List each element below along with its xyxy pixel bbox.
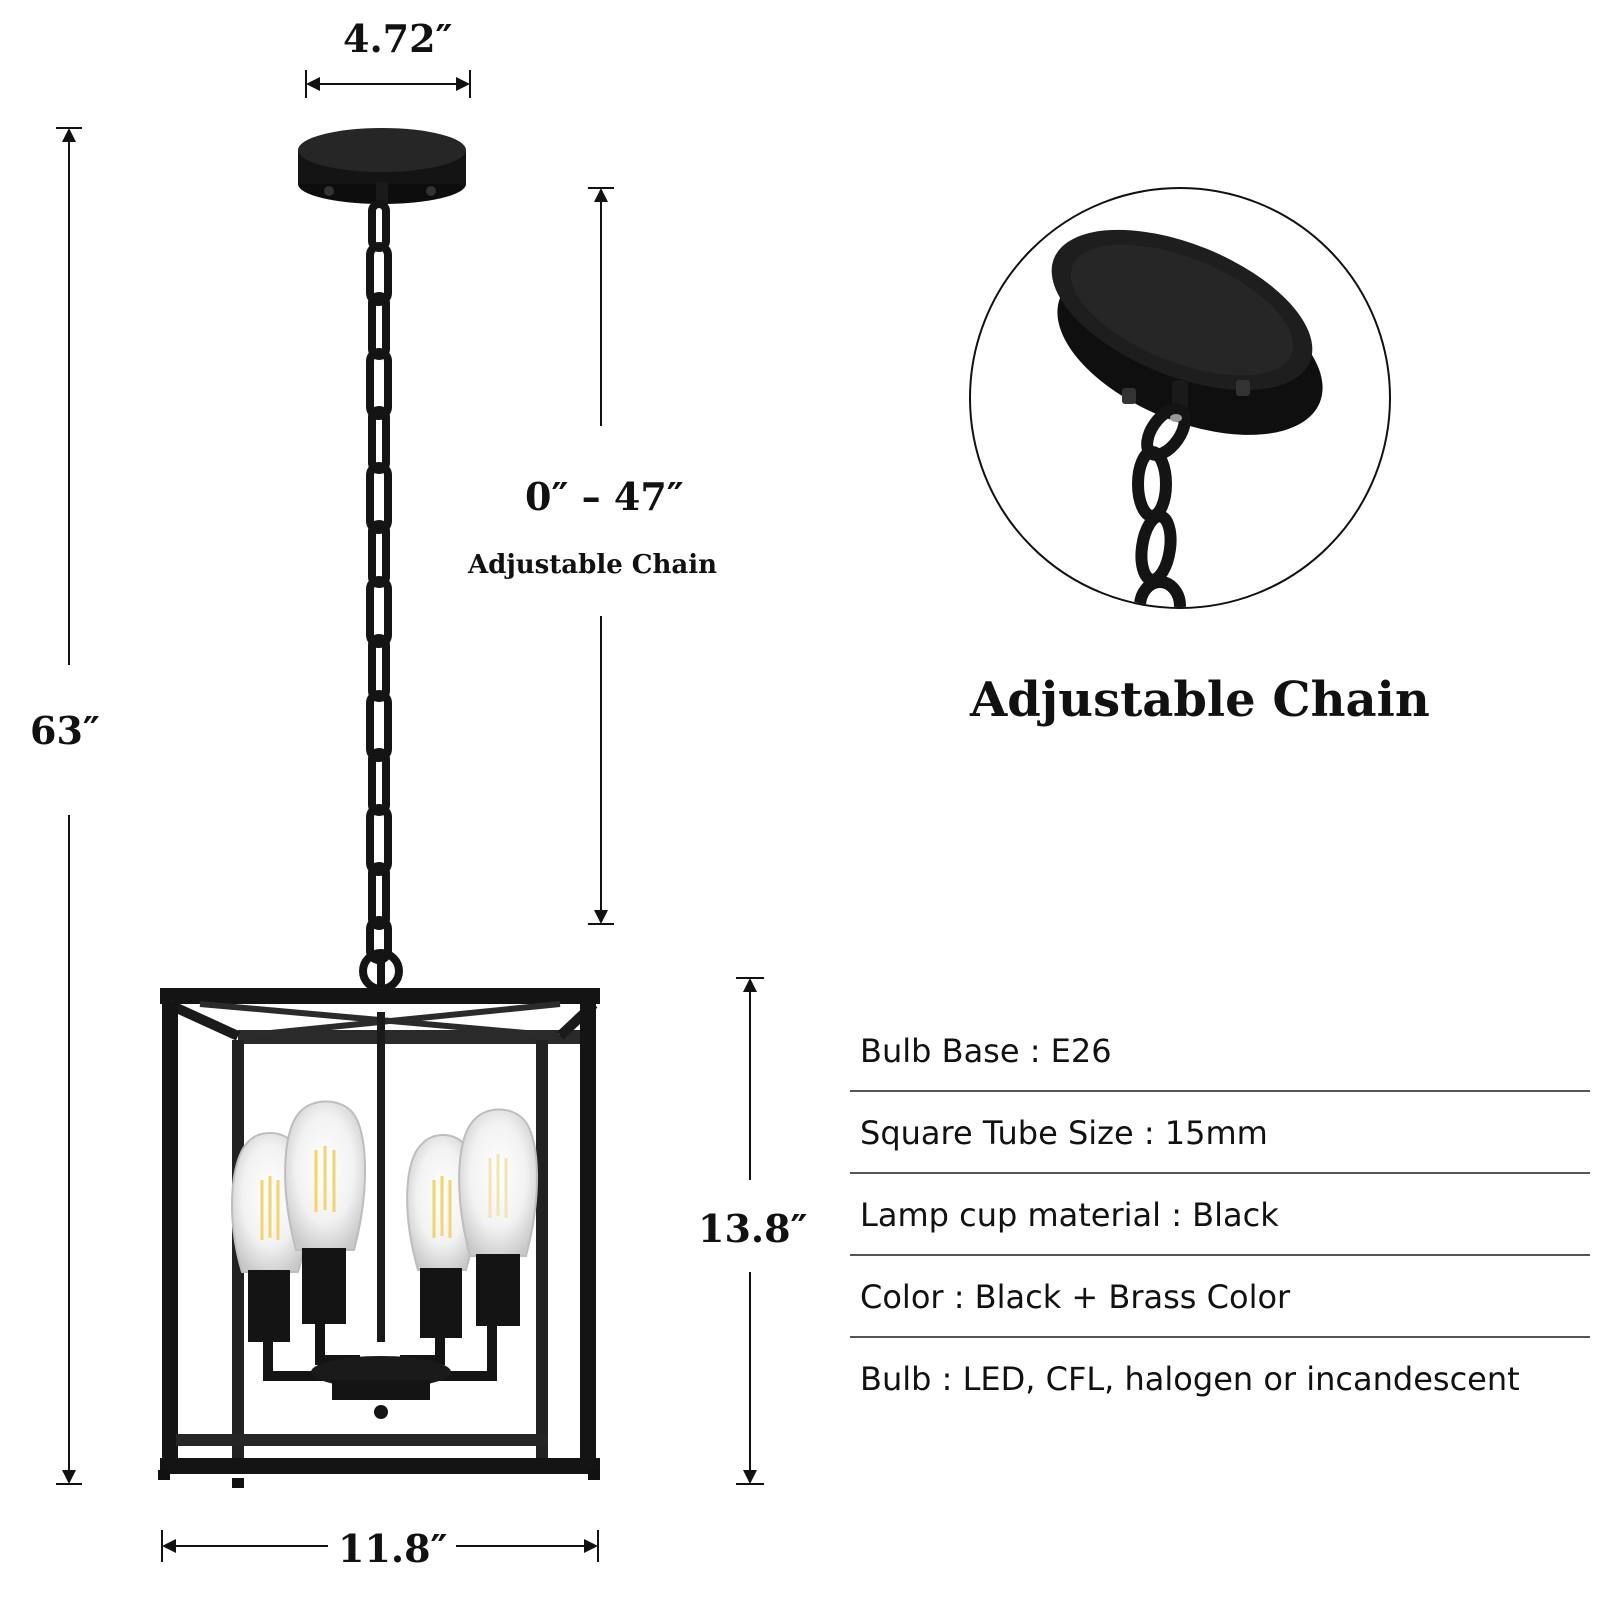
edison-bulbs (230, 1100, 539, 1342)
detail-caption: Adjustable Chain (970, 672, 1430, 728)
spec-row-bulb-type: Bulb : LED, CFL, halogen or incandescent (850, 1338, 1590, 1420)
overall-height-dimension (56, 127, 82, 1485)
overall-height-label: 63″ (30, 708, 100, 753)
chain (366, 200, 392, 964)
chain-length-caption: Adjustable Chain (468, 550, 718, 580)
spec-text: Color : Black + Brass Color (860, 1278, 1291, 1316)
spec-list: Bulb Base : E26 Square Tube Size : 15mm … (850, 1010, 1590, 1420)
bulb (458, 1108, 539, 1326)
spec-text: Square Tube Size : 15mm (860, 1114, 1268, 1152)
spec-text: Bulb Base : E26 (860, 1032, 1112, 1070)
pendant-light-fixture (158, 128, 600, 1488)
spec-text: Bulb : LED, CFL, halogen or incandescent (860, 1360, 1520, 1398)
cage-height-label: 13.8″ (698, 1206, 808, 1251)
canopy-width-label: 4.72″ (343, 16, 453, 61)
chain-length-dimension (588, 187, 614, 925)
chain-detail-circle (969, 187, 1391, 609)
chain-length-label: 0″ – 47″ (525, 474, 684, 519)
spec-row-tube-size: Square Tube Size : 15mm (850, 1092, 1590, 1174)
spec-text: Lamp cup material : Black (860, 1196, 1279, 1234)
cage-width-dimension (161, 1530, 599, 1562)
spec-row-bulb-base: Bulb Base : E26 (850, 1010, 1590, 1092)
cage-height-dimension (736, 977, 764, 1485)
spec-row-lamp-cup: Lamp cup material : Black (850, 1174, 1590, 1256)
spec-row-color: Color : Black + Brass Color (850, 1256, 1590, 1338)
cage-width-label: 11.8″ (338, 1526, 448, 1571)
ceiling-canopy (298, 128, 466, 206)
cage-frame (158, 960, 600, 1488)
bulb (284, 1100, 367, 1324)
canopy-width-dimension (305, 70, 471, 98)
